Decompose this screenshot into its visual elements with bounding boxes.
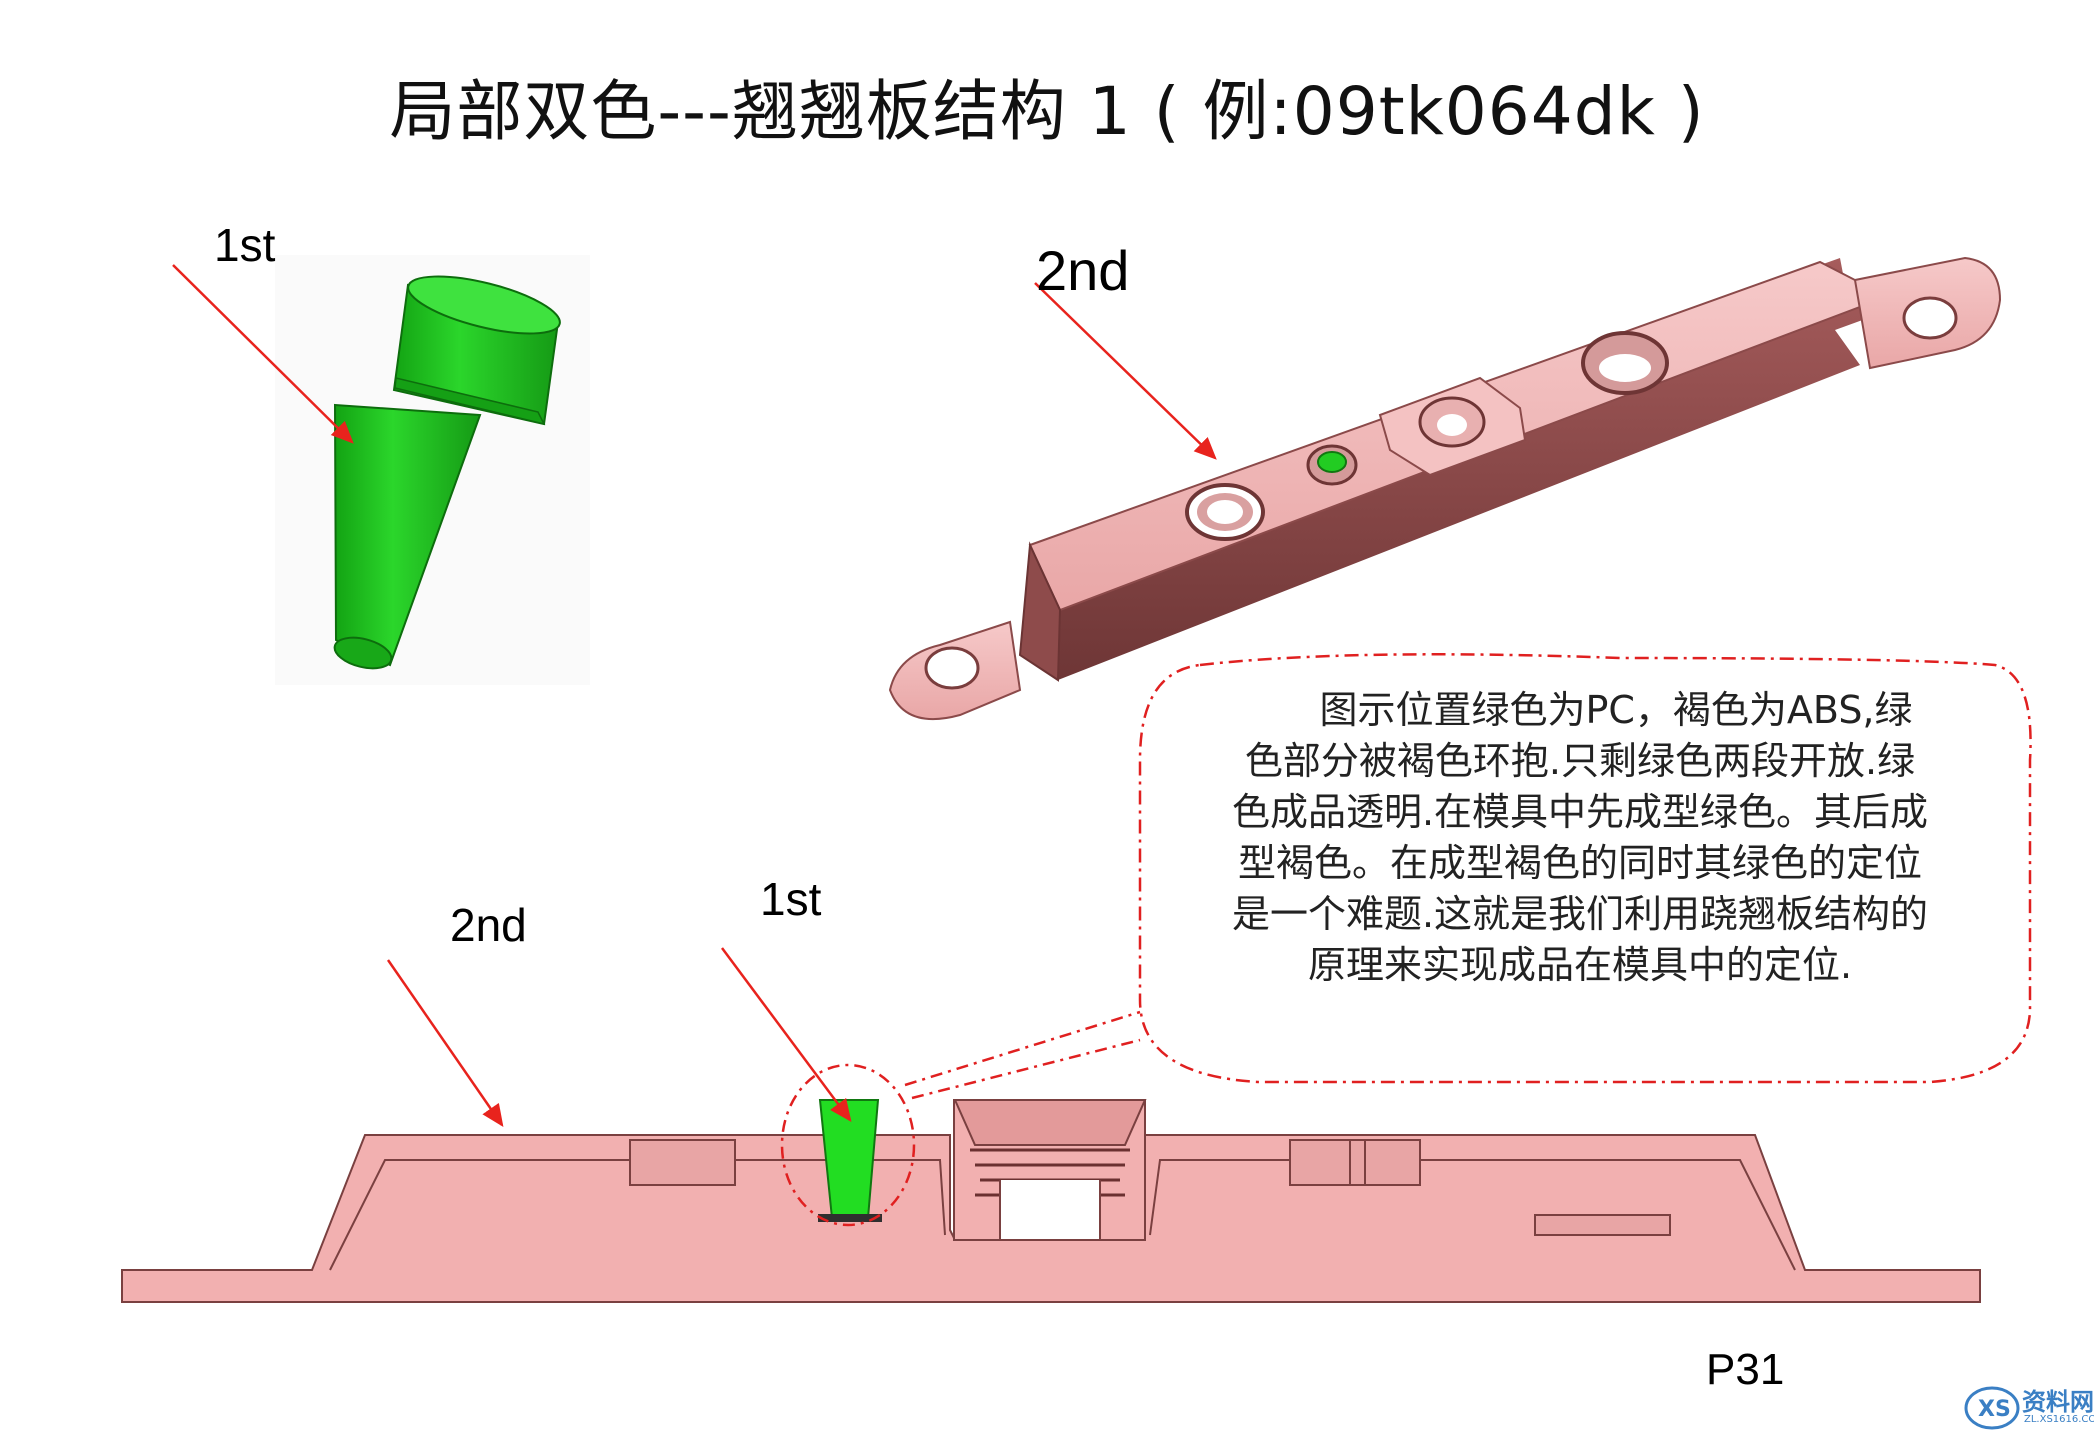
pink-rocker-part bbox=[888, 256, 2002, 721]
arrow-2nd-section bbox=[386, 959, 504, 1128]
svg-text:XS: XS bbox=[1978, 1397, 2011, 1422]
callout-text: 图示位置绿色为PC，褐色为ABS,绿 色部分被褐色环抱.只剩绿色两段开放.绿 色… bbox=[1180, 685, 1980, 991]
arrow-2nd-top bbox=[1034, 282, 1217, 460]
watermark-text: 资料网 bbox=[2022, 1388, 2094, 1416]
watermark-url: ZL.XS1616.COM bbox=[2024, 1414, 2094, 1425]
page-number: P31 bbox=[1706, 1345, 1785, 1394]
page-title: 局部双色---翘翘板结构 1 ( 例:09tk064dk ) bbox=[389, 73, 1705, 150]
label-2nd-section: 2nd bbox=[450, 899, 527, 951]
arrow-1st-top bbox=[172, 264, 354, 444]
cross-section bbox=[121, 1099, 1981, 1303]
callout-line: 色部分被褐色环抱.只剩绿色两段开放.绿 bbox=[1244, 739, 1916, 783]
callout-line: 色成品透明.在模具中先成型绿色。其后成 bbox=[1231, 790, 1929, 834]
watermark-logo-icon: XS bbox=[1964, 1386, 2020, 1430]
green-insert-part bbox=[275, 255, 590, 685]
pointer-arrows bbox=[172, 264, 1217, 1128]
callout-line: 原理来实现成品在模具中的定位. bbox=[1307, 943, 1853, 987]
callout-balloon bbox=[780, 653, 2032, 1227]
callout-line: 型褐色。在成型褐色的同时其绿色的定位 bbox=[1237, 841, 1922, 885]
arrow-1st-section bbox=[720, 947, 852, 1123]
label-2nd-top: 2nd bbox=[1036, 239, 1130, 302]
label-1st-top: 1st bbox=[214, 219, 276, 271]
label-1st-section: 1st bbox=[760, 873, 822, 925]
green-insert-dot bbox=[1317, 451, 1347, 473]
callout-line: 图示位置绿色为PC，褐色为ABS,绿 bbox=[1319, 688, 1913, 732]
callout-line: 是一个难题.这就是我们利用跷翘板结构的 bbox=[1231, 892, 1929, 936]
